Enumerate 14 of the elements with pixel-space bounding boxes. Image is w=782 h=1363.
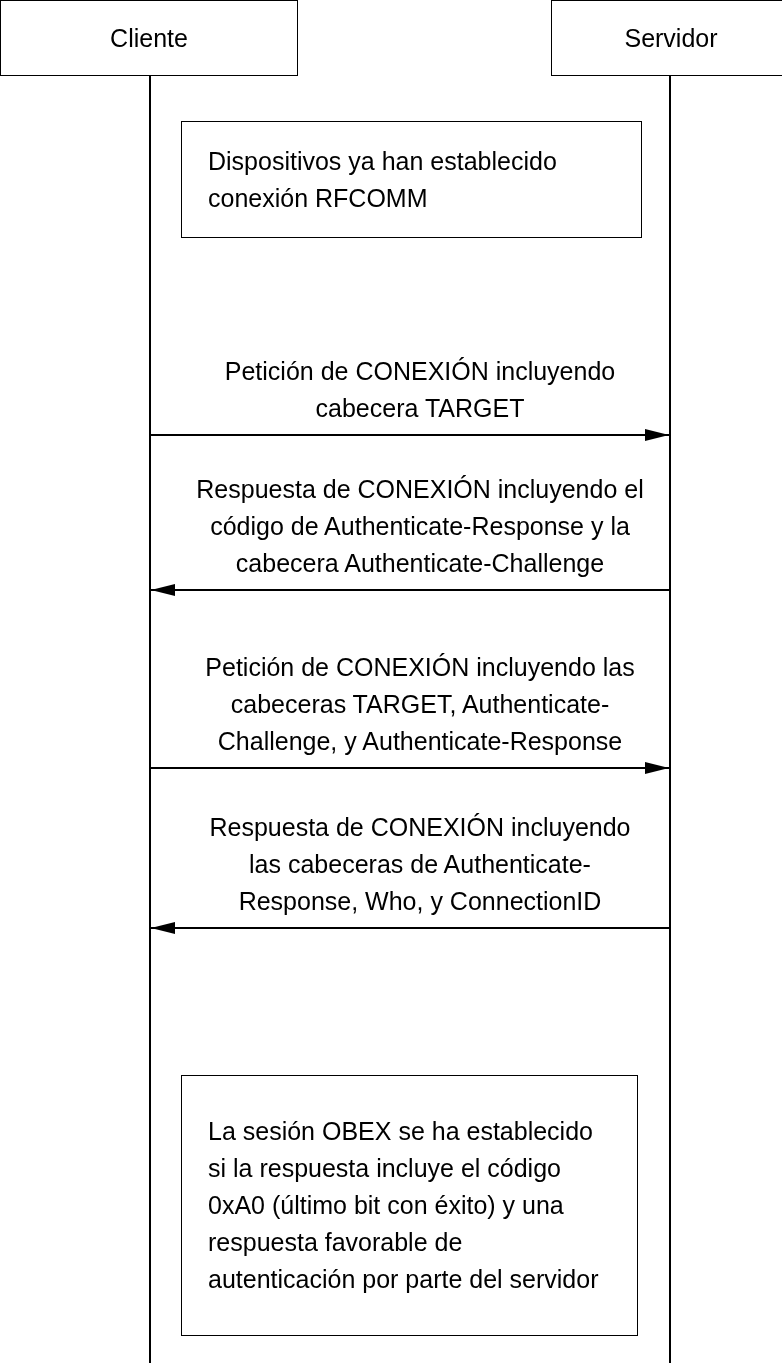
participant-box — [0, 0, 298, 76]
lifeline — [149, 76, 151, 1363]
message-arrow — [150, 922, 670, 934]
note-text: La sesión OBEX se ha establecido si la respuesta incluye el código 0xA0 (último bit con éxito) y una respuesta favorable de autenticación por parte del servidor — [208, 1116, 600, 1295]
message-arrow — [150, 762, 670, 774]
participant-name: Servidor — [624, 22, 718, 54]
participant-name: Cliente — [110, 22, 188, 54]
participant-box — [551, 0, 782, 76]
note-box — [181, 121, 642, 238]
lifeline — [669, 76, 671, 1363]
message-arrow — [150, 584, 670, 596]
note-text: Dispositivos ya han establecido conexión RFCOMM — [208, 145, 558, 214]
message-arrow — [150, 429, 670, 441]
note-box — [181, 1075, 638, 1336]
